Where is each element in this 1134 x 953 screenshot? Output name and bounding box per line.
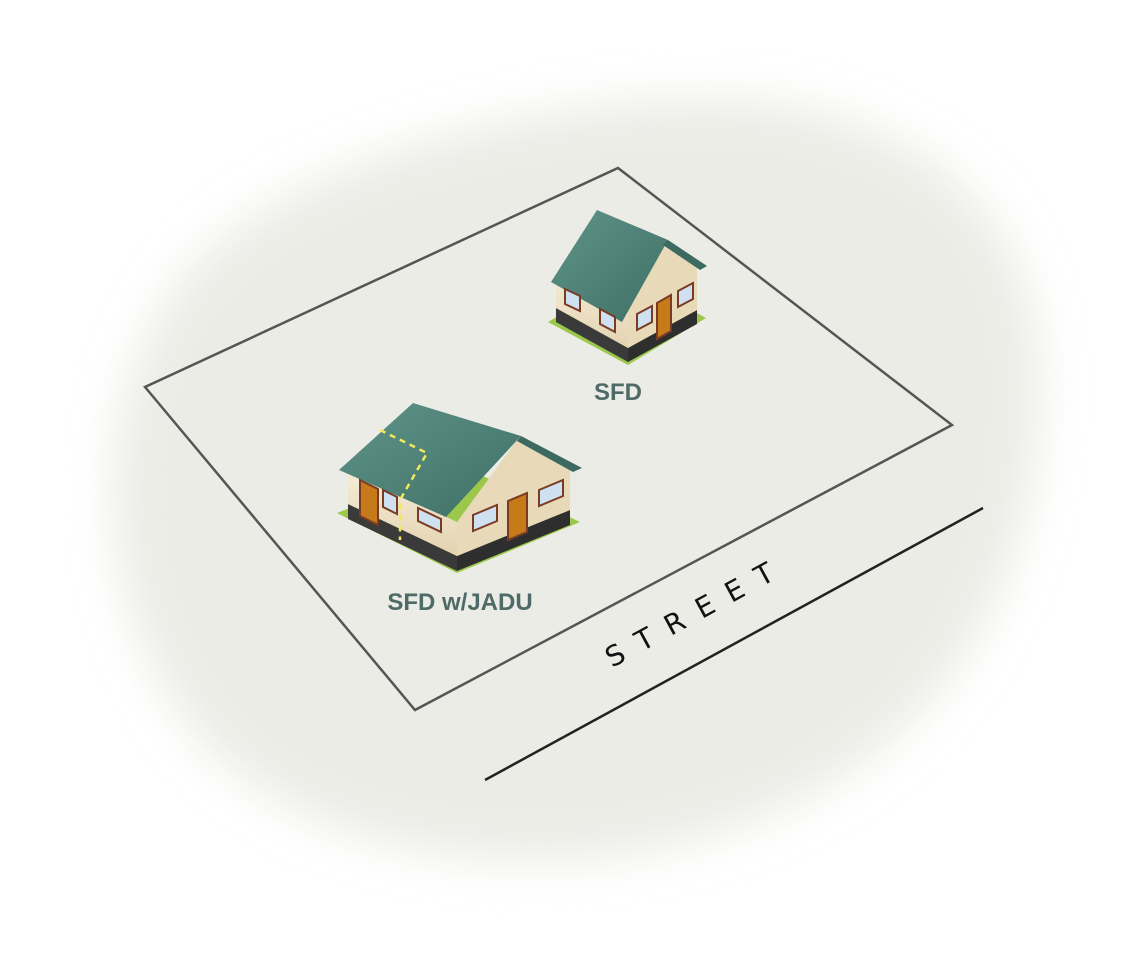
house-sfd-label: SFD	[594, 379, 642, 406]
window	[636, 304, 653, 332]
window	[417, 506, 442, 534]
foundation	[556, 308, 628, 362]
house-icon	[548, 210, 707, 365]
house-with-jadu-icon	[337, 403, 582, 573]
house-sfd-jadu-label: SFD w/JADU	[387, 589, 532, 616]
roof-edge	[517, 436, 582, 472]
background-blob	[112, 97, 1041, 863]
window	[382, 488, 398, 516]
window	[472, 503, 498, 533]
window	[564, 287, 581, 313]
roof	[551, 210, 668, 322]
window	[599, 307, 616, 334]
foundation-side	[457, 510, 570, 571]
window	[538, 478, 564, 508]
street-line	[484, 506, 984, 782]
lot-boundary	[142, 166, 955, 712]
roof-edge	[663, 240, 707, 270]
door	[656, 293, 672, 341]
door	[359, 478, 379, 527]
jadu-boundary	[379, 428, 429, 540]
door	[507, 491, 528, 542]
window	[677, 281, 694, 309]
